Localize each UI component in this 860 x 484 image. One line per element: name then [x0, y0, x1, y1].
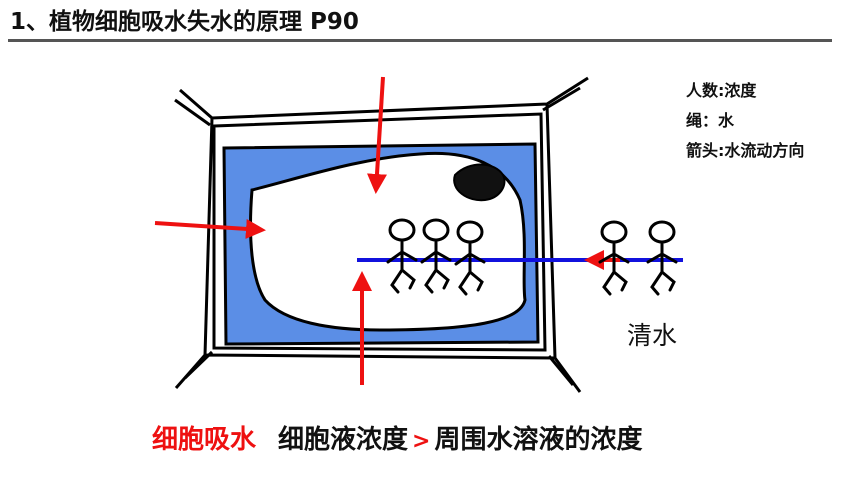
conclusion-operator: > [412, 429, 431, 454]
stick-figure-inside-2 [420, 218, 452, 294]
stick-figure-inside-3 [454, 220, 486, 296]
cell-wall-corner-br [547, 355, 575, 386]
legend: 人数:浓度 绳：水 箭头:水流动方向 [686, 76, 804, 166]
conclusion: 细胞吸水细胞液浓度>周围水溶液的浓度 [152, 419, 642, 456]
stick-figure-inside-1 [386, 218, 418, 294]
cell-wall-corner-tl [174, 98, 211, 127]
water-label: 清水 [627, 321, 678, 350]
cell-wall-inner [212, 112, 547, 352]
conclusion-lead: 细胞吸水 [152, 425, 257, 455]
stick-figure-outside-1 [598, 220, 630, 296]
legend-water: 绳：水 [686, 111, 735, 130]
cell-wall-corner-bl [183, 350, 214, 380]
arrow-top [367, 76, 387, 194]
legend-arrow: 箭头:水流动方向 [686, 141, 805, 160]
vacuole [249, 151, 527, 332]
conclusion-right: 周围水溶液的浓度 [434, 425, 643, 455]
stick-figure-icon [386, 218, 678, 296]
page-title: 1、植物细胞吸水失水的原理 P90 [10, 9, 359, 35]
legend-concentration: 人数:浓度 [686, 81, 757, 100]
stick-figure-outside-2 [646, 220, 678, 296]
title-divider [8, 39, 832, 42]
arrow-left [154, 218, 266, 239]
nucleus [453, 163, 506, 202]
cell-wall-corner-tr [542, 86, 581, 112]
conclusion-left: 细胞液浓度 [278, 425, 409, 455]
